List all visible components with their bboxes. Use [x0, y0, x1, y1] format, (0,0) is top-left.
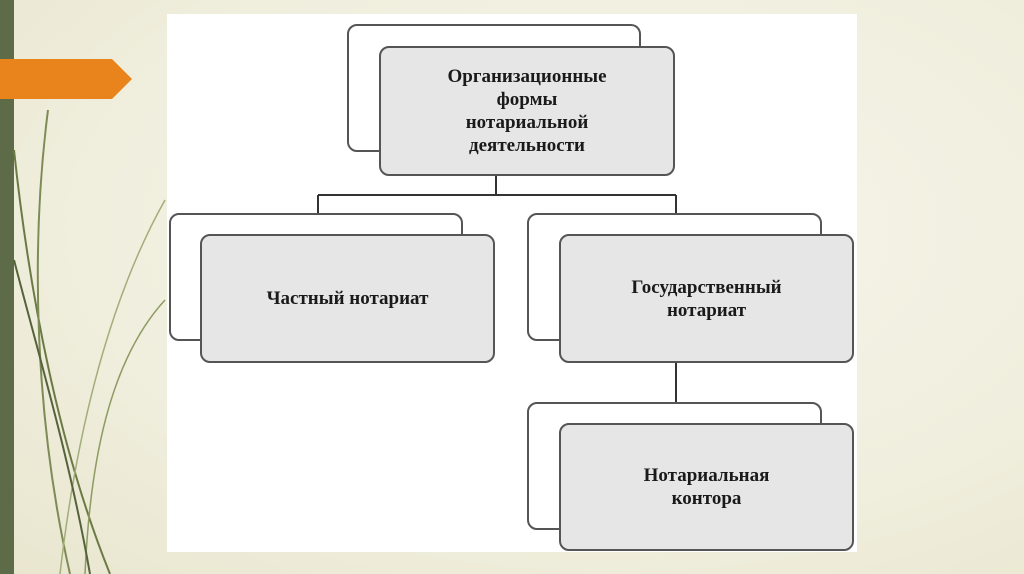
root-node-line-2: формы [447, 88, 606, 111]
state-notary-line-2: нотариат [631, 299, 781, 322]
root-node: Организационные формы нотариальной деяте… [379, 46, 675, 176]
root-node-line-3: нотариальной [447, 111, 606, 134]
private-notary-label: Частный нотариат [267, 287, 429, 310]
state-notary-line-1: Государственный [631, 276, 781, 299]
notary-office-line-2: контора [644, 487, 770, 510]
root-node-line-1: Организационные [447, 65, 606, 88]
notary-office-line-1: Нотариальная [644, 464, 770, 487]
root-node-line-4: деятельности [447, 134, 606, 157]
private-notary-node: Частный нотариат [200, 234, 495, 363]
notary-office-node: Нотариальная контора [559, 423, 854, 551]
state-notary-node: Государственный нотариат [559, 234, 854, 363]
